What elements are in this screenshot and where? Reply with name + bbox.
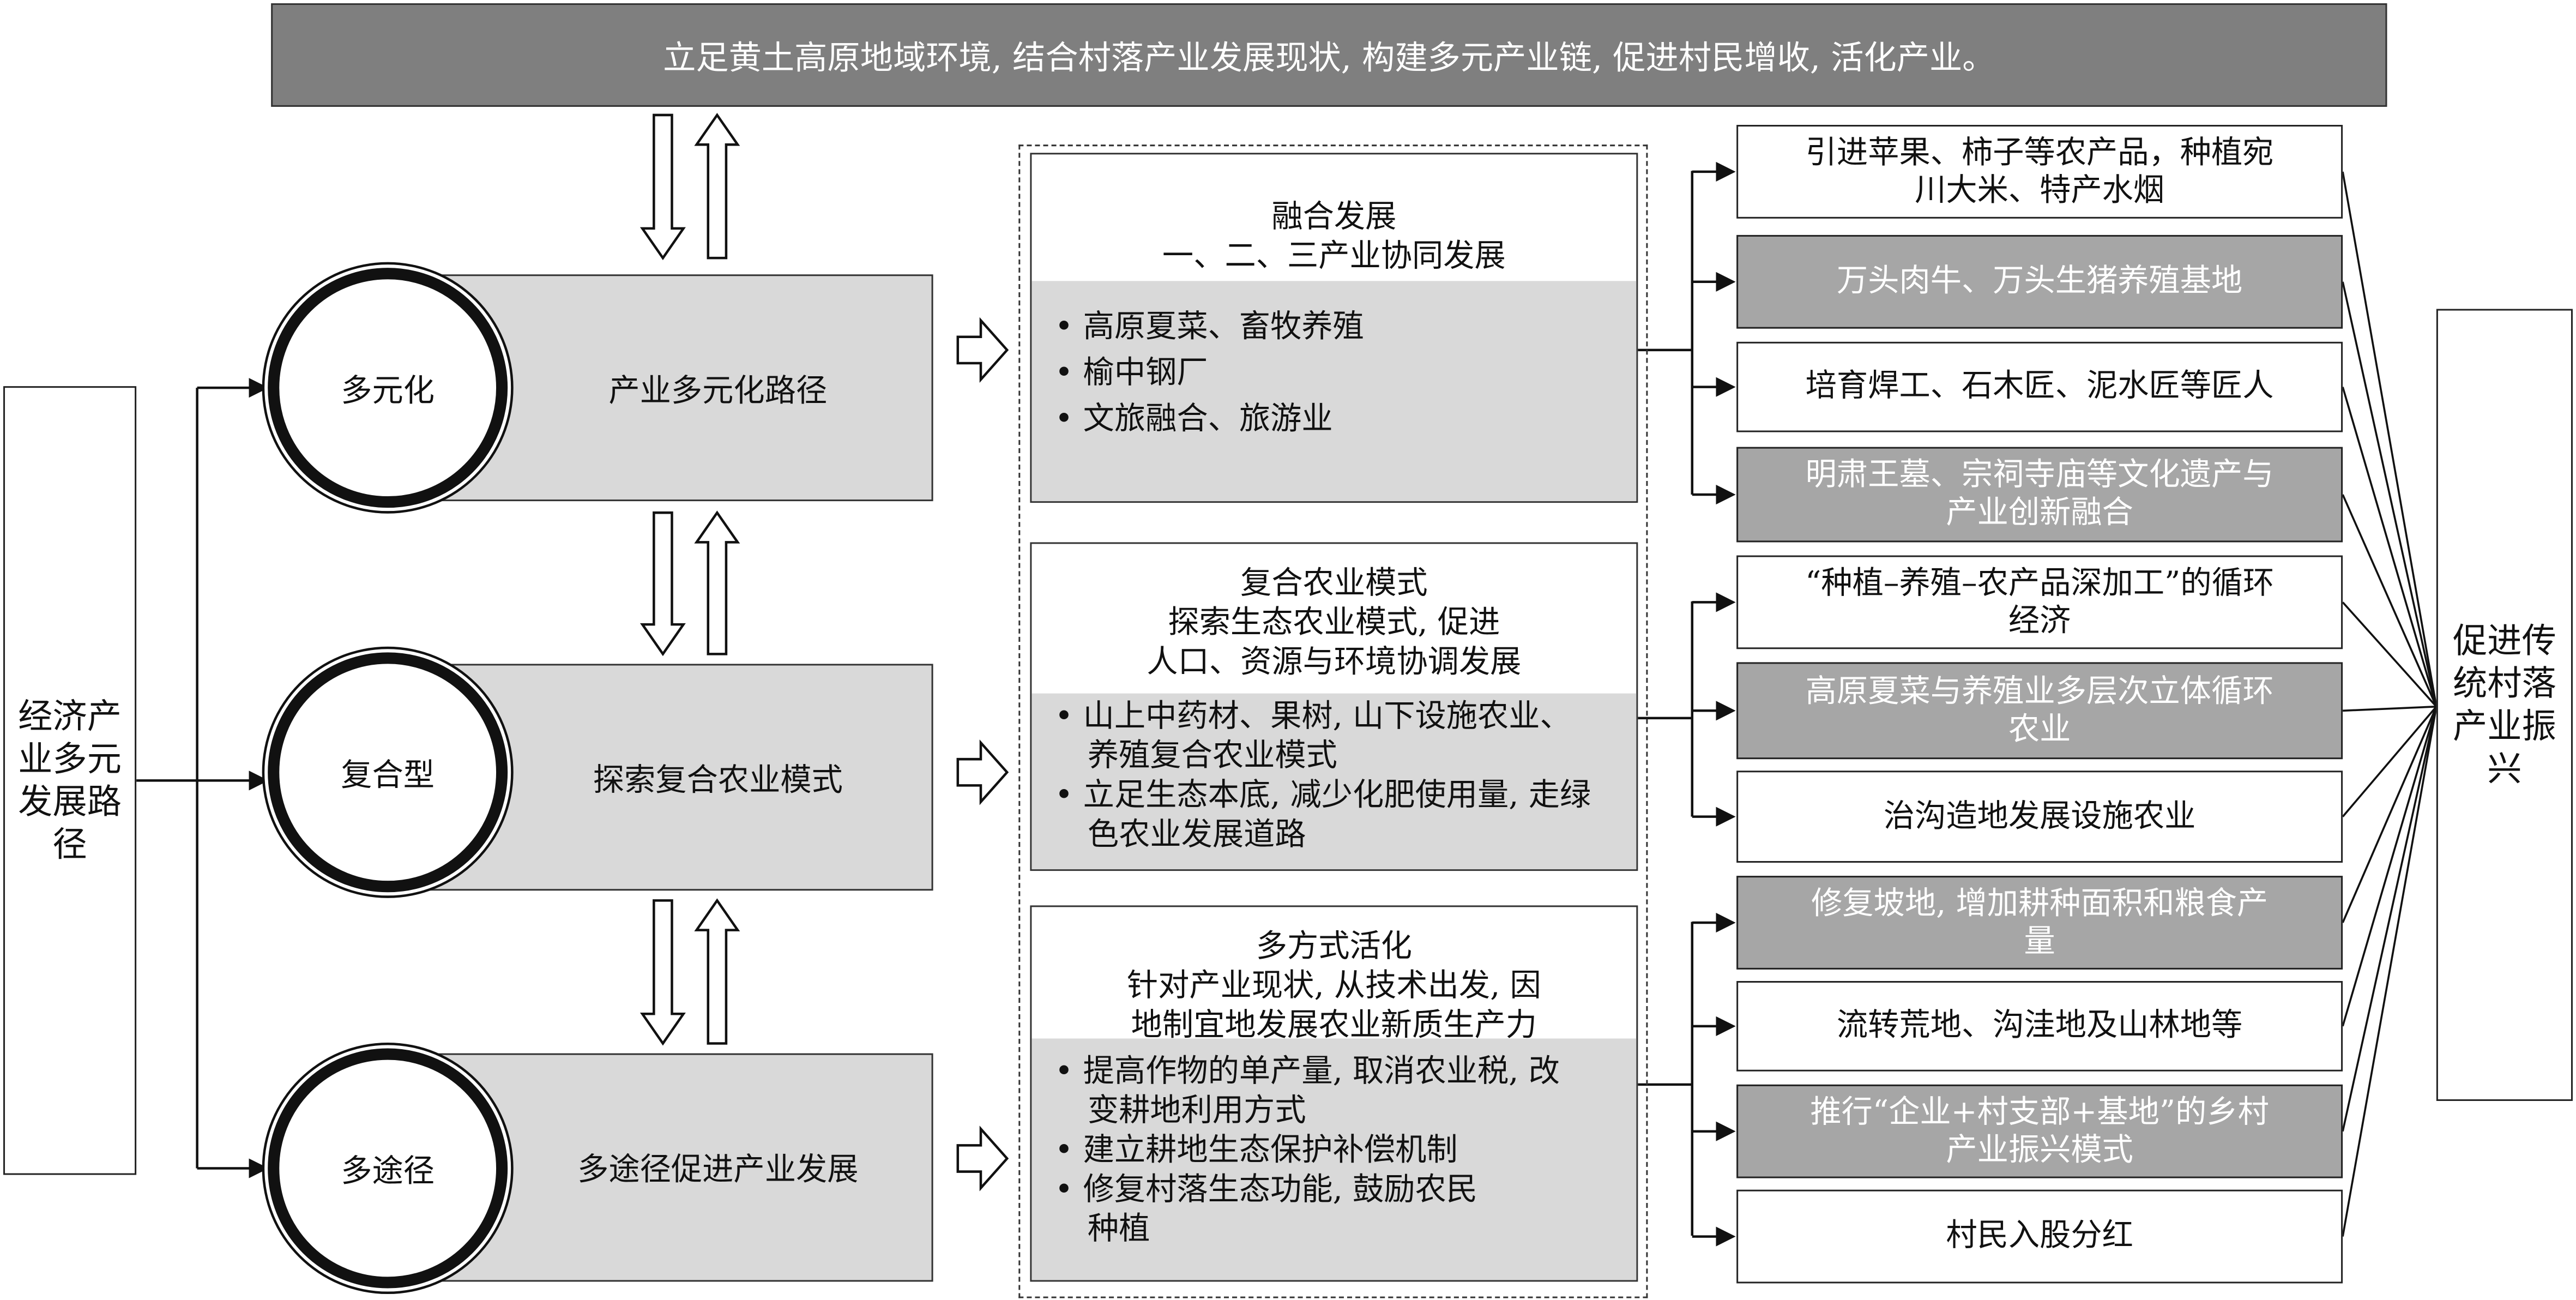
right-arrow-icon [956,317,1009,383]
circle-compound: 复合型 [268,652,508,893]
middle-box-integration: 融合发展一、二、三产业协同发展 • 高原夏菜、畜牧养殖 • 榆中钢厂 • 文旅融… [1030,153,1638,503]
outcome-box: 流转荒地、沟洼地及山林地等 [1736,980,2343,1072]
converge-line [2342,387,2438,707]
converge-line [2342,706,2438,1237]
converge-line [2342,706,2438,923]
bullet: • 修复村落生态功能, 鼓励农民种植 [1054,1171,1478,1248]
converge-line [2342,281,2438,707]
up-arrow-icon [694,510,740,655]
bullet: • 山上中药材、果树, 山下设施农业、养殖复合农业模式 [1054,698,1571,774]
title: 融合发展 [1271,198,1397,235]
outcome-box: 村民入股分红 [1736,1189,2343,1284]
outcome-box: 培育焊工、石木匠、泥水匠等匠人 [1736,341,2343,432]
bullet: • 提高作物的单产量, 取消农业税, 改变耕地利用方式 [1054,1053,1560,1129]
up-arrow-icon [694,112,740,260]
converge-line [2342,706,2438,1027]
converge-line [2342,171,2438,707]
bullet: • 建立耕地生态保护补偿机制 [1054,1132,1458,1169]
outcome-box: “种植–养殖–农产品深加工”的循环经济 [1736,555,2343,649]
bullet: • 文旅融合、旅游业 [1054,401,1333,437]
converge-line [2342,706,2438,817]
up-arrow-icon [694,898,740,1045]
outcome-box: 引进苹果、柿子等农产品，种植宛川大米、特产水烟 [1736,125,2343,219]
middle-box-compound: 复合农业模式探索生态农业模式, 促进人口、资源与环境协调发展 • 山上中药材、果… [1030,542,1638,871]
converge-line [2343,705,2436,712]
left-box-economic-paths: 经济产业多元发展路径 [3,386,137,1175]
bullet: • 立足生态本底, 减少化肥使用量, 走绿色农业发展道路 [1054,777,1591,853]
goal-banner: 立足黄土高原地域环境, 结合村落产业发展现状, 构建多元产业链, 促进村民增收,… [271,3,2387,107]
right-arrow-icon [956,739,1009,805]
middle-group [1018,145,1648,1298]
circle-multichannel: 多途径 [268,1048,508,1289]
right-box-revitalization: 促进传统村落产业振兴 [2436,309,2573,1101]
outcome-box: 明肃王墓、宗祠寺庙等文化遗产与产业创新融合 [1736,447,2343,543]
middle-box-activation: 多方式活化针对产业现状, 从技术出发, 因地制宜地发展农业新质生产力 • 提高作… [1030,905,1638,1282]
outcome-box: 高原夏菜与养殖业多层次立体循环农业 [1736,662,2343,760]
converge-line [2342,706,2438,1132]
down-arrow-icon [640,113,686,261]
bullet: • 高原夏菜、畜牧养殖 [1054,309,1364,345]
right-arrow-icon [956,1126,1009,1191]
converge-line [2342,494,2438,707]
outcome-box: 万头肉牛、万头生猪养殖基地 [1736,234,2343,329]
subtitle: 一、二、三产业协同发展 [1162,238,1506,275]
down-arrow-icon [640,511,686,657]
converge-line [2342,601,2438,707]
bullet: • 榆中钢厂 [1054,354,1208,392]
circle-diversified: 多元化 [268,268,508,508]
outcome-box: 推行“企业+村支部+基地”的乡村产业振兴模式 [1736,1084,2343,1178]
down-arrow-icon [640,899,686,1046]
outcome-box: 修复坡地, 增加耕种面积和粮食产量 [1736,876,2343,970]
outcome-box: 治沟造地发展设施农业 [1736,771,2343,863]
